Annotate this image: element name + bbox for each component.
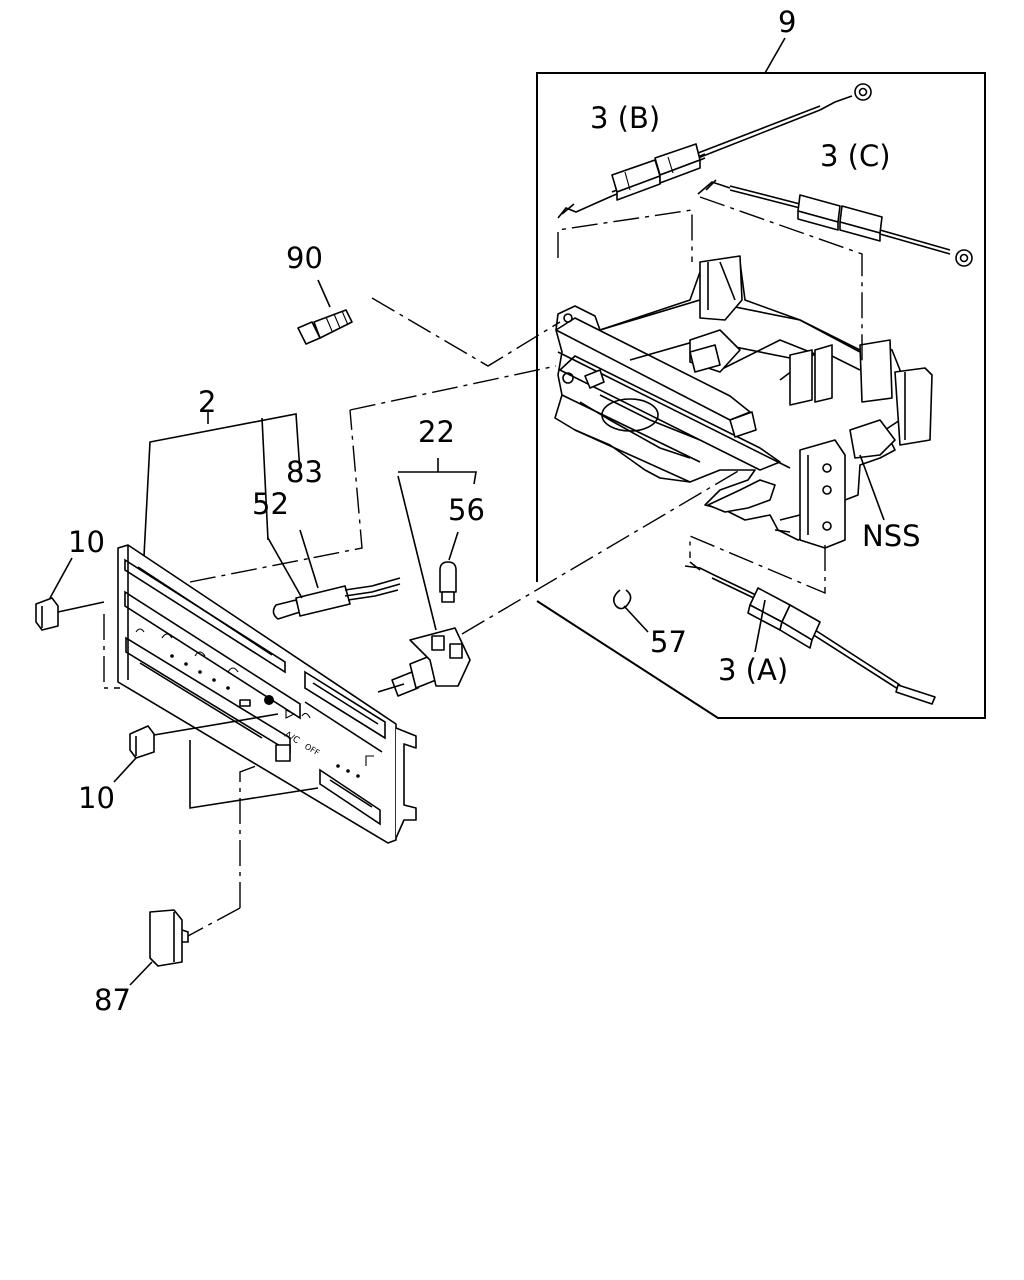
callout-56: 56: [448, 493, 485, 527]
bulb-56: [439, 531, 459, 603]
clip-57: [612, 589, 649, 633]
callout-10-upper: 10: [68, 525, 105, 559]
leader-brackets: [143, 412, 885, 809]
connection-lines: [103, 196, 863, 937]
callout-9: 9: [778, 5, 796, 39]
bolt-90: [297, 279, 353, 345]
callout-52: 52: [252, 487, 289, 521]
callout-87: 87: [94, 983, 131, 1017]
knob-10-lower: [113, 713, 279, 783]
bulb-socket-83-52: [267, 529, 401, 620]
callout-3a: 3 (A): [718, 653, 788, 687]
cable-3c: [697, 179, 973, 267]
knob-10-upper: [35, 557, 105, 631]
cable-3b: [557, 83, 872, 219]
callout-3c: 3 (C): [820, 139, 891, 173]
assembly-9-frame: [536, 37, 986, 719]
control-panel-2: A/C OFF: [117, 544, 417, 844]
callout-90: 90: [286, 241, 323, 275]
callout-10-lower: 10: [78, 781, 115, 815]
callout-22: 22: [418, 415, 455, 449]
callout-57: 57: [650, 625, 687, 659]
cap-87: [129, 909, 189, 986]
callout-labels: 9 3 (B) 3 (C) 90 2 22 83 52 56 10 NSS 57…: [68, 5, 921, 1017]
cable-3a: [684, 561, 936, 705]
callout-nss: NSS: [862, 519, 921, 553]
control-base-assembly: [554, 255, 933, 549]
callout-3b: 3 (B): [590, 101, 660, 135]
callout-2: 2: [198, 385, 216, 419]
switch-22: [377, 627, 471, 697]
callout-83: 83: [286, 455, 323, 489]
